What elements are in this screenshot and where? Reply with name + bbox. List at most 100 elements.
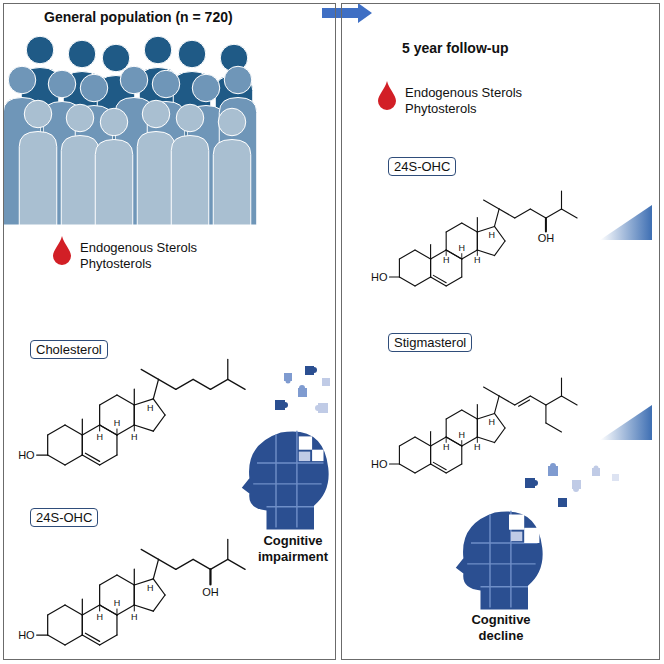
bond — [494, 226, 505, 241]
bond — [562, 396, 578, 405]
bond — [545, 218, 547, 232]
person-head — [24, 100, 52, 128]
bond — [546, 209, 562, 218]
bond — [100, 395, 117, 405]
sterol-label-box: Cholesterol — [30, 340, 108, 359]
sterol-name: Stigmasterol — [394, 335, 466, 350]
bond — [477, 437, 478, 442]
bond — [176, 379, 193, 389]
bond — [134, 405, 135, 425]
atom-label: OH — [537, 233, 556, 244]
bond — [48, 425, 65, 435]
bond — [484, 387, 500, 396]
person-head — [80, 74, 108, 102]
bond — [210, 559, 227, 569]
puzzle-pieces — [275, 366, 330, 413]
bond — [134, 585, 135, 605]
bond — [228, 379, 245, 389]
bond — [530, 209, 546, 218]
bond — [530, 396, 546, 405]
bond — [100, 575, 117, 585]
atom-label: HO — [17, 630, 36, 641]
atom-label: H — [113, 599, 122, 608]
bond — [494, 241, 505, 256]
bond — [117, 575, 134, 585]
atom-label: H — [95, 613, 104, 622]
bond — [134, 605, 153, 611]
bond — [545, 405, 546, 423]
bond — [193, 379, 210, 389]
blood-drop — [53, 236, 71, 265]
bond — [153, 415, 165, 431]
bond — [153, 595, 165, 611]
bond — [519, 400, 530, 406]
sterol-label-box: 24S-OHC — [388, 157, 456, 176]
bond — [494, 209, 499, 226]
bond — [477, 232, 478, 250]
person-body — [171, 136, 209, 226]
person-head — [120, 66, 148, 94]
bond — [415, 250, 431, 259]
person-head — [218, 108, 246, 136]
bond — [430, 446, 431, 464]
bond — [399, 464, 415, 473]
bond — [477, 419, 478, 437]
head-icon — [242, 431, 329, 530]
bond — [399, 277, 415, 286]
bond — [399, 259, 400, 277]
bond — [461, 254, 462, 259]
bond — [116, 609, 117, 615]
bond — [85, 633, 99, 641]
crowd-and-structures — [3, 36, 577, 645]
sterol-name: 24S-OHC — [36, 510, 92, 525]
bond — [100, 635, 117, 645]
bond — [446, 419, 447, 437]
person-head — [102, 44, 130, 72]
bond — [477, 250, 494, 256]
bond — [65, 455, 82, 465]
atom-label: H — [487, 231, 496, 240]
bond — [37, 454, 48, 455]
atom-label: HO — [370, 272, 389, 283]
bond — [141, 549, 158, 559]
flow-arrow — [322, 3, 372, 23]
person-head — [8, 66, 36, 94]
bond — [515, 209, 531, 218]
bond — [494, 428, 505, 443]
bond — [446, 232, 447, 250]
bond — [494, 396, 499, 413]
blood-drop — [378, 81, 396, 110]
sterol-label-box: 24S-OHC — [30, 508, 98, 527]
bond — [134, 389, 135, 405]
bond — [99, 405, 100, 425]
bond — [116, 615, 117, 635]
atom-label: H — [487, 418, 496, 427]
bond — [462, 223, 478, 232]
bond — [430, 259, 431, 277]
atom-label: H — [146, 404, 155, 413]
outcome-label: Cognitive decline — [451, 612, 551, 645]
bond — [399, 437, 415, 446]
atom-label: H — [442, 443, 451, 452]
person-head — [26, 36, 54, 64]
bond — [153, 399, 165, 415]
bond — [546, 396, 562, 405]
bond — [99, 605, 100, 611]
person-body — [95, 140, 133, 226]
person-body — [19, 132, 57, 226]
study-panel: 5 year follow-up24S-OHCStigmasterol — [341, 3, 660, 660]
bond — [477, 419, 478, 437]
bond — [477, 250, 478, 255]
bond — [47, 435, 48, 455]
atom-label: H — [130, 613, 139, 622]
bond — [65, 425, 82, 435]
bond — [134, 425, 153, 431]
bond — [47, 615, 48, 635]
bond — [546, 423, 562, 432]
bond — [477, 232, 478, 250]
bond — [562, 209, 578, 218]
bond — [430, 432, 431, 446]
bond — [399, 250, 415, 259]
bond — [210, 379, 227, 389]
bond — [415, 464, 431, 473]
